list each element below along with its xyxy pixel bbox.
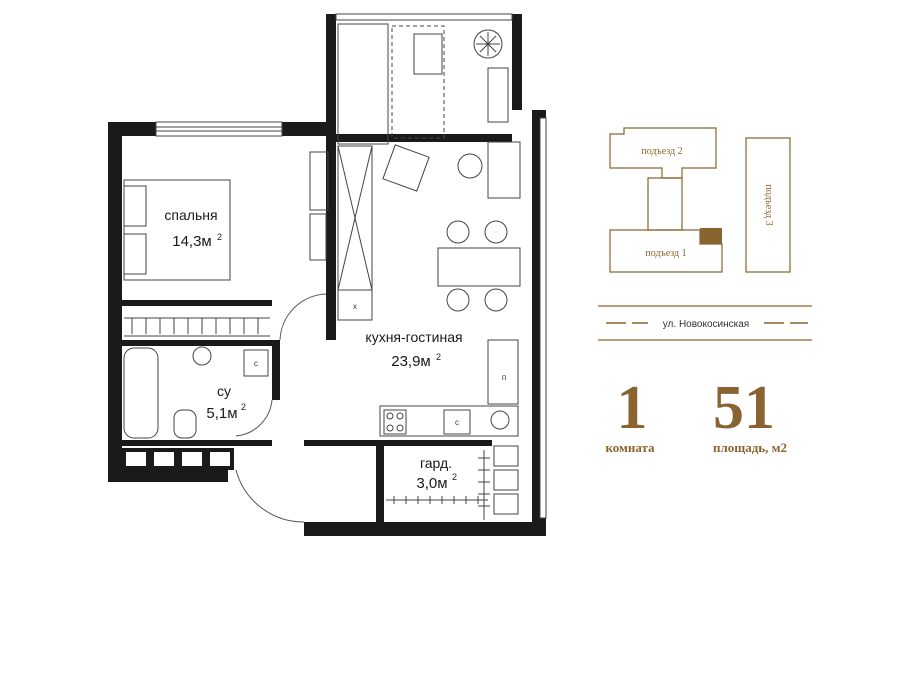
storage-cell — [122, 448, 150, 470]
wall-bottom-left — [108, 468, 228, 482]
wall-wardrobe-left — [376, 440, 384, 522]
loggia-wall-right — [512, 14, 522, 110]
room-area-bathroom: 5,1м — [206, 405, 237, 422]
storage-cell — [150, 448, 178, 470]
building-section-2 — [609, 127, 717, 179]
bedroom-window — [155, 121, 283, 137]
wall-bath-right — [272, 340, 280, 400]
wardrobe-x-cell — [337, 289, 373, 321]
pillow-icon-2 — [123, 233, 147, 275]
room-name-bedroom: спальня — [164, 207, 217, 223]
fixture-label-p: п — [502, 373, 506, 382]
apartment-location-marker — [700, 228, 722, 244]
desk-chair-icon — [457, 153, 483, 179]
wall-top-left-stub — [108, 122, 156, 136]
bedroom-cabinet — [309, 213, 327, 261]
fixture-label-x: х — [353, 302, 357, 311]
kitchen-counter — [379, 405, 519, 437]
storage-units — [122, 448, 234, 470]
entrance-label-3: подъезд 3 — [763, 184, 774, 225]
chair-icon — [484, 288, 508, 312]
wardrobe-cell — [493, 445, 519, 467]
bedroom-wardrobe — [131, 318, 259, 334]
area-value: 51 — [713, 374, 775, 442]
bedroom-tv — [309, 151, 329, 211]
wardrobe-cell — [493, 469, 519, 491]
wall-bottom-right — [304, 522, 546, 536]
loggia-window — [335, 13, 513, 21]
wall-bedroom-bottom — [122, 300, 272, 306]
bathtub — [123, 347, 159, 439]
wall-left — [108, 122, 122, 482]
wardrobe-rail — [393, 496, 479, 504]
fixture-label-c1: с — [254, 359, 258, 368]
rooms-count: 1 — [617, 374, 648, 442]
windows — [155, 13, 547, 519]
stove-icon — [383, 409, 407, 435]
loggia-table — [413, 33, 443, 75]
floor-plan: с с х п спальня 14,3м 2 су 5,1м 2 кухня-… — [108, 13, 547, 536]
bath-door — [235, 399, 273, 437]
wall-kitchen-left — [326, 134, 336, 340]
side-window — [539, 117, 547, 519]
cabinet-c2 — [443, 409, 471, 435]
cabinet-c1 — [243, 349, 269, 377]
wall-bath-top — [122, 340, 272, 346]
unit-sup-wardrobe: 2 — [452, 472, 457, 482]
wardrobe-cell — [493, 493, 519, 515]
fixture-label-c2: с — [455, 418, 459, 427]
fridge — [487, 339, 519, 405]
chair-icon — [446, 288, 470, 312]
kitchen-sink-icon — [490, 410, 510, 430]
room-name-wardrobe: гард. — [420, 455, 452, 471]
entrance-label-2: подъезд 2 — [641, 146, 682, 157]
wardrobe-furniture — [386, 445, 519, 520]
room-name-bathroom: су — [217, 383, 231, 399]
wall-top-right-stub — [282, 122, 330, 136]
wall-hall-top — [304, 440, 376, 446]
entrance-label-1: подъезд 1 — [645, 248, 686, 259]
building-section-3 — [745, 137, 791, 273]
double-bed — [123, 179, 231, 281]
unit-sup-living-kitchen: 2 — [436, 352, 441, 362]
site-plan — [598, 127, 812, 341]
wall-wardrobe-top — [376, 440, 492, 446]
desk — [487, 141, 521, 199]
street-name: ул. Новокосинская — [663, 319, 749, 330]
chair-icon — [446, 220, 470, 244]
bathroom-fixtures — [123, 346, 269, 439]
room-area-wardrobe: 3,0м — [416, 475, 447, 492]
chair-icon — [484, 220, 508, 244]
toilet-icon — [173, 409, 197, 439]
building-connector — [647, 177, 683, 231]
dining-table — [437, 247, 521, 287]
doors — [235, 293, 327, 523]
loggia-rug — [391, 25, 445, 139]
rooms-label: комната — [605, 440, 655, 455]
area-label: площадь, м2 — [713, 440, 787, 455]
loggia-shelf — [487, 67, 509, 123]
storage-cell — [206, 448, 234, 470]
sink-icon — [192, 346, 212, 366]
unit-sup-bedroom: 2 — [217, 232, 222, 242]
bedroom-furniture — [123, 151, 329, 337]
bedroom-door — [279, 293, 327, 341]
wall-bath-bottom — [122, 440, 272, 446]
storage-cell — [178, 448, 206, 470]
room-area-living-kitchen: 23,9м — [391, 353, 431, 370]
loggia-furniture — [337, 23, 509, 145]
kitchen-furniture — [337, 141, 521, 437]
plant-icon — [473, 29, 503, 59]
entrance-door — [235, 469, 305, 523]
room-area-bedroom: 14,3м — [172, 233, 212, 250]
loggia-wall-left — [326, 14, 336, 134]
armchair-icon — [382, 144, 430, 192]
room-name-living-kitchen: кухня-гостиная — [365, 329, 462, 345]
pillow-icon — [123, 185, 147, 227]
loggia-sofa — [337, 23, 389, 145]
unit-sup-bathroom: 2 — [241, 402, 246, 412]
